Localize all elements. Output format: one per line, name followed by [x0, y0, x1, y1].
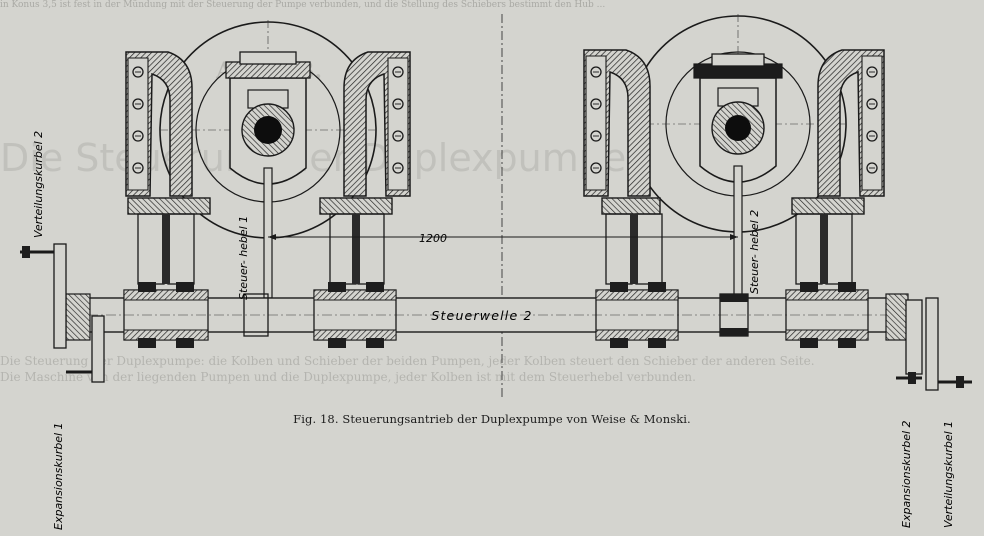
label-dimension: 1200 — [419, 232, 447, 245]
label-verteilungskurbel-2: Verteilungskurbel 2 — [32, 131, 45, 238]
label-steuerhebel-2: Steuer- hebel 2 — [748, 210, 761, 294]
bleed-through-top-text: in Konus 3,5 ist fest in der Mündung mit… — [0, 0, 606, 10]
left-frame-pair — [125, 51, 411, 285]
label-verteilungskurbel-1: Verteilungskurbel 1 — [942, 421, 955, 528]
bleed-through-title: Die Steuerung der Duplexpumpen — [0, 136, 651, 180]
label-steuerhebel-1: Steuer- hebel 1 — [237, 216, 250, 300]
dimension-1200 — [268, 234, 738, 240]
figure-caption: Fig. 18. Steuerungsantrieb der Duplexpum… — [293, 412, 691, 426]
label-expansionskurbel-2: Expansionskurbel 2 — [900, 420, 913, 528]
bleed-through-paragraph-1: Die Steuerung der Duplexpumpe: die Kolbe… — [0, 354, 815, 368]
right-steuerhebel-rod — [733, 165, 743, 299]
bleed-through-paragraph-2: Die Maschine von der liegenden Pumpen un… — [0, 370, 696, 384]
left-steuerhebel-rod — [263, 167, 273, 299]
steuerwelle-shaft — [20, 243, 972, 391]
label-expansionskurbel-1: Expansionskurbel 1 — [52, 422, 65, 530]
right-eccentric-assembly — [629, 14, 847, 299]
label-steuerwelle: Steuerwelle 2 — [431, 308, 532, 323]
left-eccentric-assembly — [159, 20, 377, 299]
right-frame-pair — [583, 49, 885, 285]
